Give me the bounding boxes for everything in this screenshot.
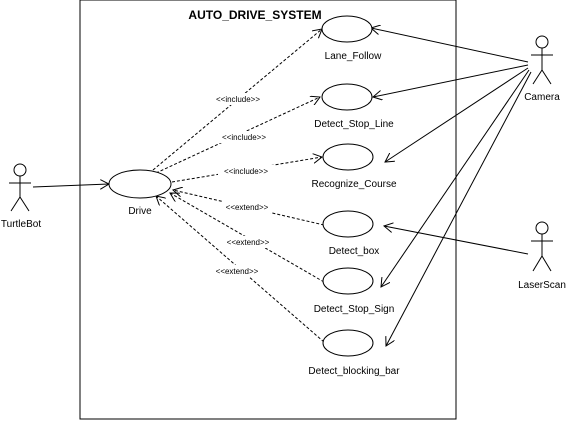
label-include-stop-line: <<include>>: [222, 133, 266, 142]
label-include-course: <<include>>: [224, 167, 268, 176]
label-extend-blocking-bar: <<extend>>: [216, 267, 259, 276]
usecase-detect-blocking-bar-label: Detect_blocking_bar: [308, 366, 400, 377]
usecase-recognize-course-label: Recognize_Course: [311, 179, 396, 190]
usecase-lane-follow-label: Lane_Follow: [325, 51, 382, 62]
label-extend-box: <<extend>>: [226, 203, 269, 212]
usecase-detect-stop-line: [321, 83, 373, 111]
usecase-recognize-course: [322, 143, 374, 171]
usecase-detect-stop-sign-label: Detect_Stop_Sign: [314, 304, 395, 315]
camera-associations: [371, 28, 532, 346]
usecase-detect-stop-sign: [322, 267, 374, 295]
usecase-detect-box-label: Detect_box: [329, 246, 380, 257]
assoc-camera-lane-follow: [371, 28, 529, 63]
assoc-camera-course: [385, 67, 529, 162]
actor-turtlebot: [9, 163, 31, 212]
usecase-detect-stop-line-label: Detect_Stop_Line: [314, 119, 394, 130]
assoc-camera-blocking-bar: [386, 71, 532, 346]
stereotype-labels: <<include>> <<include>> <<include>> <<ex…: [210, 93, 274, 277]
assoc-camera-stop-line: [373, 64, 529, 97]
actor-laserscan: [531, 221, 553, 272]
actor-camera: [531, 35, 553, 85]
usecase-drive: [108, 169, 172, 199]
usecase-lane-follow: [321, 15, 373, 43]
system-title: AUTO_DRIVE_SYSTEM: [188, 8, 321, 22]
assoc-laserscan-detect-box: [384, 226, 529, 255]
actor-laserscan-label: LaserScan: [518, 280, 566, 291]
actor-turtlebot-label: TurtleBot: [1, 219, 41, 230]
usecase-drive-label: Drive: [128, 206, 152, 217]
usecase-detect-blocking-bar: [322, 329, 374, 357]
assoc-turtlebot-drive: [32, 184, 109, 187]
label-extend-stop-sign: <<extend>>: [227, 238, 270, 247]
label-include-lane-follow: <<include>>: [216, 95, 260, 104]
usecase-detect-box: [322, 210, 374, 238]
system-boundary: [79, 0, 457, 420]
actor-camera-label: Camera: [524, 92, 560, 103]
assoc-camera-stop-sign: [381, 69, 530, 287]
